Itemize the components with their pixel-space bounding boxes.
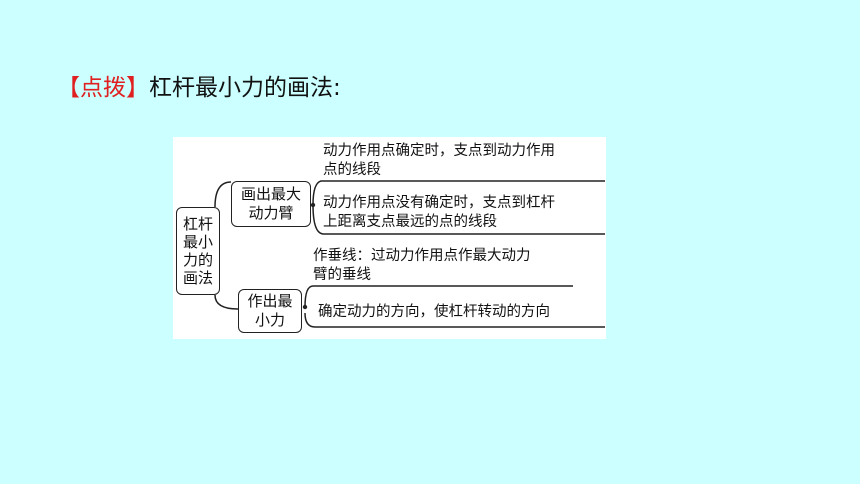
branch2-leaf1-line [304,285,573,308]
root-to-branch2-line [214,294,239,310]
branch2-leaf2-line [304,312,605,328]
branch1-label: 画出最大动力臂 [240,185,301,222]
root-label: 杠杆最小力的画法 [182,215,213,287]
mind-map-diagram: 杠杆最小力的画法 画出最大动力臂 作出最小力 动力作用点确定时，支点到动力作用 … [173,137,606,339]
branch1-leaf2-line1: 动力作用点没有确定时，支点到杠杆 [323,195,555,211]
branch2-leaf2-line1: 确定动力的方向，使杠杆转动的方向 [318,304,550,320]
branch2-leaf1-line1: 作垂线：过动力作用点作最大动力 [313,248,531,264]
root-to-branch1-line [214,181,232,208]
heading-tag: 【点拨】 [57,75,149,101]
connector-lines [214,180,605,328]
branch2-leaf2: 确定动力的方向，使杠杆转动的方向 [318,303,550,322]
branch2-label: 作出最小力 [247,292,293,329]
branch1-leaf2: 动力作用点没有确定时，支点到杠杆 上距离支点最远的点的线段 [323,194,555,232]
branch1-box: 画出最大动力臂 [231,181,311,227]
slide-heading: 【点拨】杠杆最小力的画法: [57,72,341,104]
branch2-leaf1: 作垂线：过动力作用点作最大动力 臂的垂线 [313,247,531,285]
branch1-leaf1-line1: 动力作用点确定时，支点到动力作用 [323,143,555,159]
branch2-leaf1-line2: 臂的垂线 [313,267,371,283]
branch1-leaf2-line2: 上距离支点最远的点的线段 [323,214,497,230]
heading-text: 杠杆最小力的画法: [149,75,341,101]
root-box: 杠杆最小力的画法 [176,207,220,295]
branch1-leaf2-line [312,204,605,235]
branch1-leaf1-line [312,180,605,206]
branch1-leaf1-line2: 点的线段 [323,162,381,178]
branch1-leaf1: 动力作用点确定时，支点到动力作用 点的线段 [323,142,555,180]
branch2-box: 作出最小力 [238,289,302,333]
